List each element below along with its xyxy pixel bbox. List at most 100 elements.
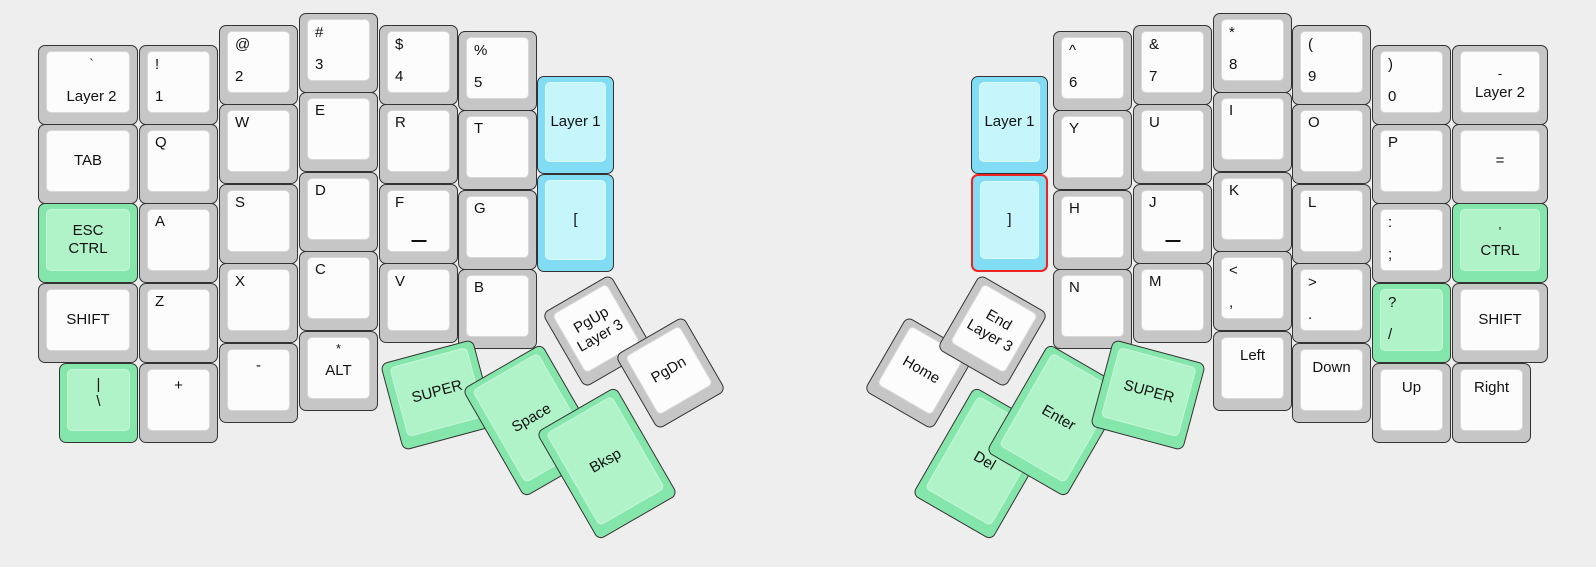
key-left-layer1[interactable]: Layer 1 [537,76,614,174]
key-right-l[interactable]: L [1292,184,1371,264]
key-right-y[interactable]: Y [1053,110,1132,190]
key-legend-main: / [1388,326,1393,344]
key-right-layer2[interactable]: - Layer 2 [1452,45,1548,125]
key-right-slash[interactable]: ? / [1372,283,1451,363]
key-left-e[interactable]: E [299,92,378,172]
key-left-s[interactable]: S [219,184,298,264]
key-legend-top: # [315,24,324,41]
key-right-semicolon[interactable]: : ; [1372,203,1451,283]
key-left-b[interactable]: B [458,269,537,349]
key-left-2[interactable]: @ 2 [219,25,298,105]
key-left-layer2[interactable]: ` Layer 2 [38,45,138,125]
key-legend-main: 3 [315,56,324,74]
key-left-t[interactable]: T [458,110,537,190]
key-right-7[interactable]: & 7 [1133,25,1212,105]
key-cap: D [307,178,370,240]
key-right-ctrl[interactable]: ' CTRL [1452,203,1548,283]
key-left-v[interactable]: V [379,263,458,343]
key-right-0[interactable]: ) 0 [1372,45,1451,125]
key-legend-top: C [315,261,326,278]
key-left-q[interactable]: Q [139,124,218,204]
key-right-bracket-close[interactable]: ] [971,174,1048,272]
key-cap: V [387,269,450,331]
key-left-bracket-open[interactable]: [ [537,174,614,272]
key-left-c[interactable]: C [299,251,378,331]
key-left-1[interactable]: ! 1 [139,45,218,125]
key-legend-main: Home [899,352,943,388]
key-right-o[interactable]: O [1292,104,1371,184]
key-legend-top: T [474,120,484,137]
key-right-u[interactable]: U [1133,104,1212,184]
key-left-alt[interactable]: * ALT [299,331,378,411]
key-right-equals[interactable]: = [1452,124,1548,204]
key-legend-main: ] [1007,211,1012,229]
key-legend-main: 0 [1388,88,1397,106]
key-right-8[interactable]: * 8 [1213,13,1292,93]
key-cap: Bksp [545,395,666,527]
key-left-shift[interactable]: SHIFT [38,283,138,363]
key-left-a[interactable]: A [139,203,218,283]
key-legend-top: H [1069,200,1080,217]
key-right-k[interactable]: K [1213,172,1292,252]
key-right-6[interactable]: ^ 6 [1053,31,1132,111]
key-legend-main: Layer 1 [984,113,1035,131]
key-left-esc-ctrl[interactable]: ESC CTRL [38,203,138,283]
key-legend-main: Up [1401,379,1422,396]
key-left-plus[interactable]: + [139,363,218,443]
key-cap: W [227,110,290,172]
key-legend-main: . [1308,306,1313,324]
key-cap: ! 1 [147,51,210,113]
key-legend-top: ' [1498,224,1502,240]
key-legend-main: TAB [73,152,103,170]
key-cap: Layer 1 [979,82,1040,162]
key-cap: Up [1380,369,1443,431]
key-right-up-arrow[interactable]: Up [1372,363,1451,443]
key-right-right-arrow[interactable]: Right [1452,363,1531,443]
key-legend-main: 7 [1149,68,1158,86]
key-right-i[interactable]: I [1213,92,1292,172]
key-right-9[interactable]: ( 9 [1292,25,1371,105]
key-cap: * ALT [307,337,370,399]
key-left-3[interactable]: # 3 [299,13,378,93]
key-left-r[interactable]: R [379,104,458,184]
key-left-5[interactable]: % 5 [458,31,537,111]
key-right-down-arrow[interactable]: Down [1292,343,1371,423]
key-legend-main: , [1229,294,1234,312]
key-right-left-arrow[interactable]: Left [1213,331,1292,411]
key-right-shift[interactable]: SHIFT [1452,283,1548,363]
key-right-period[interactable]: > . [1292,263,1371,343]
key-cap: ) 0 [1380,51,1443,113]
key-right-comma[interactable]: < , [1213,251,1292,331]
key-legend-top: G [474,200,486,217]
key-left-d[interactable]: D [299,172,378,252]
key-legend-main: 9 [1308,68,1317,86]
key-cap: | \ [67,369,130,431]
key-left-x[interactable]: X [219,263,298,343]
key-left-4[interactable]: $ 4 [379,25,458,105]
key-right-h[interactable]: H [1053,190,1132,270]
key-cap: X [227,269,290,331]
key-left-f[interactable]: F [379,184,458,264]
key-right-n[interactable]: N [1053,269,1132,349]
key-legend-main: Layer 1 [550,113,601,131]
key-legend-main: 6 [1069,74,1078,92]
key-left-w[interactable]: W [219,104,298,184]
key-left-g[interactable]: G [458,190,537,270]
key-right-j[interactable]: J [1133,184,1212,264]
key-right-thumb-super[interactable]: SUPER [1089,339,1207,451]
key-legend-main: Layer 2 [1474,83,1526,101]
key-left-z[interactable]: Z [139,283,218,363]
key-right-layer1[interactable]: Layer 1 [971,76,1048,174]
key-right-m[interactable]: M [1133,263,1212,343]
key-legend-top: ^ [1069,42,1077,59]
key-legend-top: ! [155,56,160,73]
key-left-tab[interactable]: TAB [38,124,138,204]
key-cap: # 3 [307,19,370,81]
key-legend-main: 4 [395,68,404,86]
key-left-minus[interactable]: - [219,343,298,423]
key-left-pipe-backslash[interactable]: | \ [59,363,138,443]
key-legend-top: F [395,194,405,211]
key-legend-top: L [1308,194,1317,211]
key-cap: End Layer 3 [949,283,1039,374]
key-right-p[interactable]: P [1372,124,1451,204]
